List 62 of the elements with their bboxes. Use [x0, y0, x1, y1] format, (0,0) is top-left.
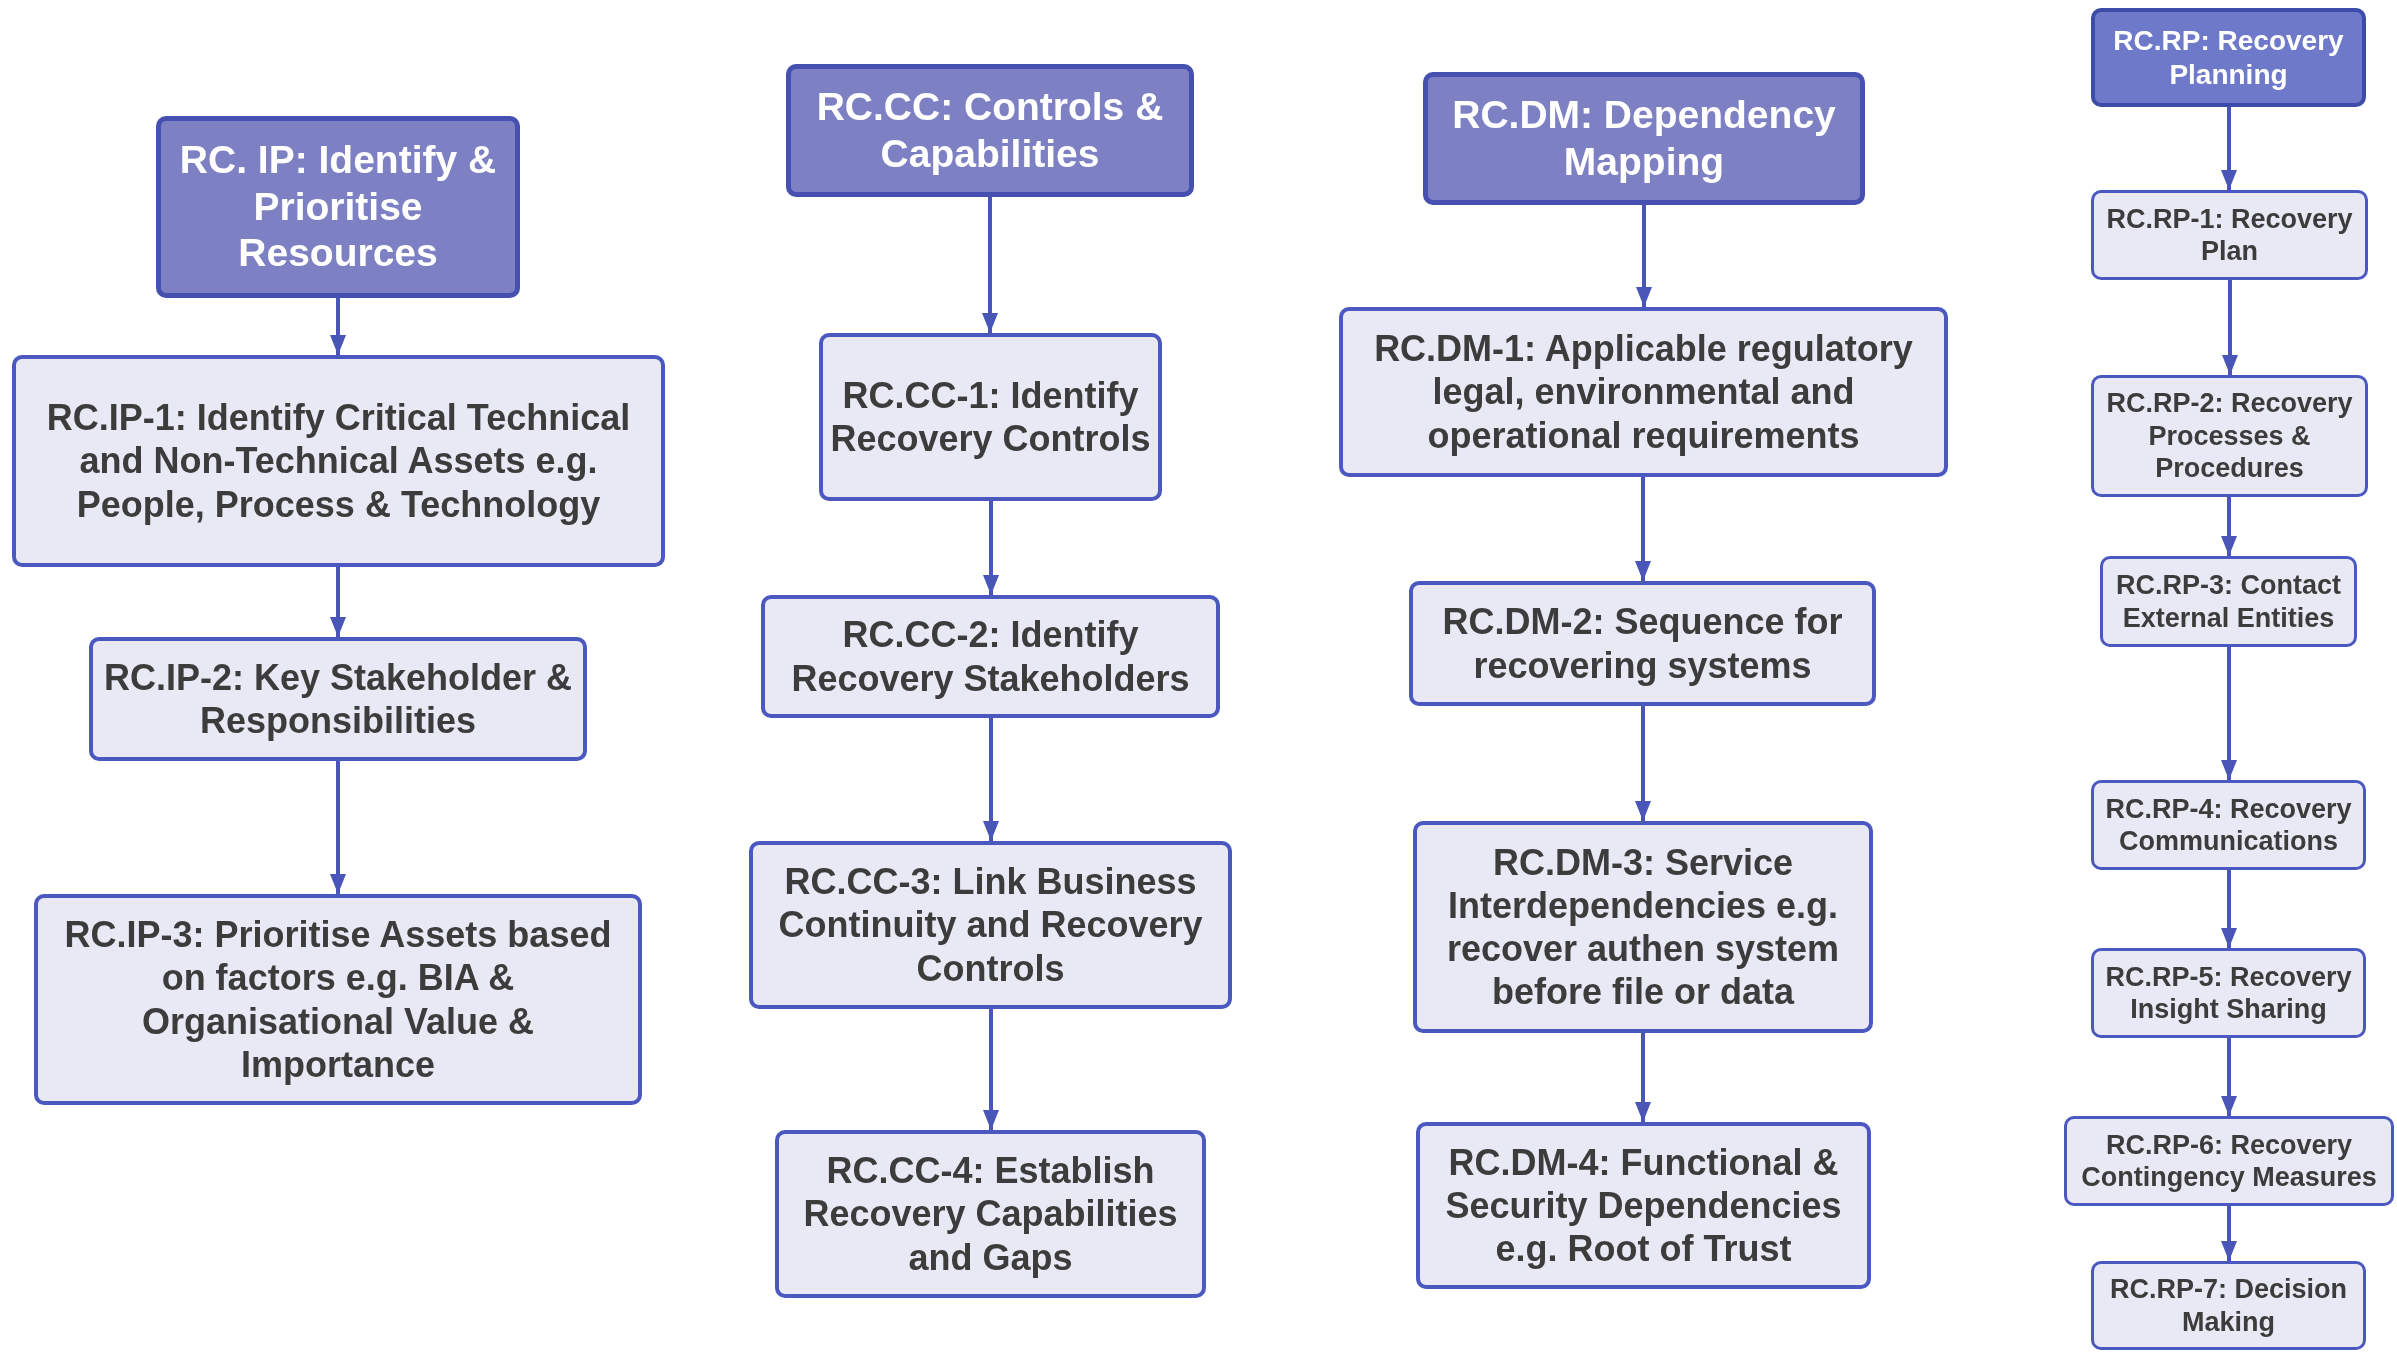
step-label: RC.RP-3: Contact External Entities: [2115, 569, 2342, 634]
step-label: RC.IP-3: Prioritise Assets based on factors e.g. BIA & Organisational Value & Importance: [63, 913, 613, 1086]
step-label: RC.CC-2: Identify Recovery Stakeholders: [790, 613, 1191, 700]
arrow: [330, 761, 346, 894]
arrow: [983, 718, 999, 841]
category-box: [156, 116, 520, 298]
step-box: [761, 595, 1220, 718]
step-box: [1416, 1122, 1871, 1289]
step-label: RC.IP-1: Identify Critical Technical and Non-Technical Assets e.g. People, Process & Technology: [45, 396, 632, 526]
step-label: RC. IP: Identify & Prioritise Resources: [178, 136, 498, 277]
arrow: [2221, 1206, 2237, 1261]
step-label: RC.DM-2: Sequence for recovering systems: [1441, 600, 1844, 687]
step-box: [2091, 1261, 2366, 1350]
step-label: RC.DM-3: Service Interdependencies e.g. recover authen system before file or data: [1445, 840, 1841, 1014]
step-label: RC.RP: Recovery Planning: [2112, 23, 2345, 92]
category-box: [786, 64, 1194, 197]
arrow: [1636, 205, 1652, 307]
step-box: [1409, 581, 1876, 706]
step-box: [2100, 556, 2357, 647]
step-box: [1413, 821, 1873, 1033]
arrow: [2222, 280, 2238, 375]
step-box: [819, 333, 1162, 501]
step-label: RC.DM-4: Functional & Security Dependencies e.g. Root of Trust: [1444, 1140, 1843, 1271]
arrow: [1635, 477, 1651, 581]
step-box: [2091, 948, 2366, 1038]
step-box: [775, 1130, 1206, 1298]
arrow: [2221, 647, 2237, 780]
arrow: [2221, 107, 2237, 190]
step-box: [89, 637, 587, 761]
arrow: [2221, 497, 2237, 556]
arrow: [330, 567, 346, 637]
step-label: RC.RP-1: Recovery Plan: [2105, 202, 2354, 268]
step-box: [749, 841, 1232, 1009]
arrow: [983, 501, 999, 595]
step-label: RC.CC: Controls & Capabilities: [815, 83, 1165, 177]
step-box: [2064, 1116, 2394, 1206]
step-label: RC.RP-5: Recovery Insight Sharing: [2104, 960, 2353, 1026]
step-label: RC.CC-4: Establish Recovery Capabilities and Gaps: [802, 1149, 1179, 1279]
step-label: RC.RP-2: Recovery Processes & Procedures: [2105, 387, 2354, 485]
step-label: RC.RP-4: Recovery Communications: [2104, 792, 2353, 858]
step-label: RC.RP-6: Recovery Contingency Measures: [2080, 1128, 2378, 1194]
arrow: [1635, 1033, 1651, 1122]
step-box: [2091, 190, 2368, 280]
step-box: [2091, 780, 2366, 870]
arrow: [1635, 706, 1651, 821]
step-box: [12, 355, 665, 567]
step-label: RC.RP-7: Decision Making: [2108, 1273, 2348, 1338]
step-label: RC.DM: Dependency Mapping: [1451, 91, 1837, 185]
arrow: [982, 197, 998, 333]
step-box: [34, 894, 642, 1105]
arrow: [2221, 870, 2237, 948]
category-box: [1423, 72, 1865, 205]
step-box: [2091, 375, 2368, 497]
step-label: RC.IP-2: Key Stakeholder & Responsibilities: [102, 655, 574, 743]
step-label: RC.CC-3: Link Business Continuity and Recovery Controls: [777, 860, 1204, 990]
arrow: [983, 1009, 999, 1130]
step-label: RC.CC-1: Identify Recovery Controls: [829, 373, 1152, 461]
category-box: [2091, 8, 2366, 107]
step-label: RC.DM-1: Applicable regulatory legal, environmental and operational requirements: [1373, 327, 1914, 457]
arrow: [2221, 1038, 2237, 1116]
arrow: [330, 298, 346, 355]
step-box: [1339, 307, 1948, 477]
